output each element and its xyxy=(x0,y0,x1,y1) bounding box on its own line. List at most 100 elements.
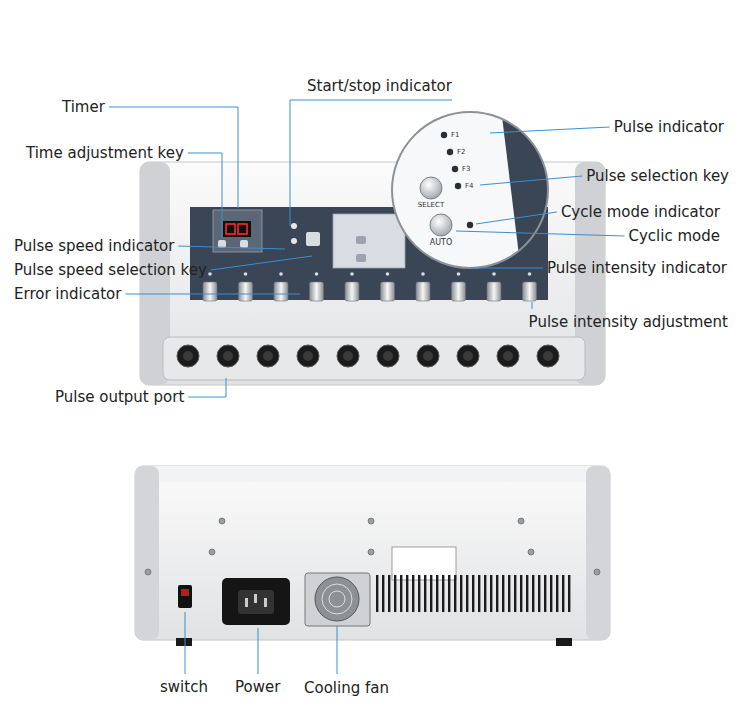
pulse-led xyxy=(441,132,447,138)
port-ring xyxy=(457,345,479,367)
port-hole xyxy=(543,351,553,361)
intensity-led xyxy=(492,272,496,276)
intensity-knob xyxy=(452,282,466,301)
vent-slot xyxy=(418,575,420,612)
vent-slot xyxy=(430,575,432,612)
leader-line xyxy=(188,153,222,238)
leader-line xyxy=(470,268,543,269)
port-hole xyxy=(303,351,313,361)
vent-slot xyxy=(466,575,468,612)
vent-slot xyxy=(556,575,558,612)
leader-line xyxy=(290,100,452,226)
vent-slot xyxy=(442,575,444,612)
output-port xyxy=(257,345,279,367)
fan-grill-ring xyxy=(322,584,352,614)
vent-slot xyxy=(472,575,474,612)
callout-label: Cycle mode indicator xyxy=(561,203,720,221)
socket-inlet xyxy=(238,590,274,614)
leader-line xyxy=(480,176,582,185)
panel-text: F2 xyxy=(457,148,465,156)
callout-label: Pulse indicator xyxy=(614,118,724,136)
leader-line xyxy=(337,626,338,674)
panel-text: AUTO xyxy=(430,238,453,248)
panel-text: F3 xyxy=(462,165,470,173)
port-hole xyxy=(423,351,433,361)
screws xyxy=(145,518,600,575)
intensity-knob xyxy=(381,282,395,301)
select-key xyxy=(356,236,366,244)
leader-line xyxy=(456,231,625,236)
output-port xyxy=(297,345,319,367)
callout-label: Pulse output port xyxy=(55,388,184,406)
screw xyxy=(219,518,225,524)
leader-line xyxy=(532,302,533,309)
intensity-knob xyxy=(310,282,324,301)
vent-slot xyxy=(538,575,540,612)
foot xyxy=(556,638,572,646)
switch-rocker xyxy=(181,589,189,596)
vent-slot xyxy=(514,575,516,612)
callout-label: switch xyxy=(160,678,208,696)
auto-key xyxy=(356,254,366,262)
output-port xyxy=(417,345,439,367)
output-port xyxy=(337,345,359,367)
callout-label: Pulse intensity indicator xyxy=(547,259,727,277)
output-port xyxy=(377,345,399,367)
port-hole xyxy=(223,351,233,361)
port-hole xyxy=(383,351,393,361)
intensity-led xyxy=(208,272,212,276)
callout-label: Timer xyxy=(62,98,105,116)
intensity-led xyxy=(457,272,461,276)
vent-slot xyxy=(406,575,408,612)
screw xyxy=(528,549,534,555)
vent-slot xyxy=(484,575,486,612)
callout-label: Cooling fan xyxy=(304,679,389,697)
intensity-led xyxy=(386,272,390,276)
port-ring xyxy=(497,345,519,367)
callout-label: Cyclic mode xyxy=(629,227,721,245)
leader-lines xyxy=(109,100,625,674)
port-hole xyxy=(503,351,513,361)
leader-line xyxy=(188,378,226,397)
port-ring xyxy=(377,345,399,367)
port-ring xyxy=(417,345,439,367)
output-port xyxy=(177,345,199,367)
zoom-panel-edge xyxy=(500,100,560,280)
back-view xyxy=(135,466,610,646)
auto-button xyxy=(430,214,452,236)
output-port xyxy=(537,345,559,367)
vent-slot xyxy=(460,575,462,612)
pulse-led xyxy=(455,183,461,189)
screw xyxy=(368,549,374,555)
port-hole xyxy=(343,351,353,361)
vent-slot xyxy=(568,575,570,612)
leader-line xyxy=(258,628,259,674)
timer-box xyxy=(213,210,262,252)
end-cap xyxy=(135,466,159,640)
callout-label: Pulse selection key xyxy=(586,167,729,185)
port-panel xyxy=(163,337,585,380)
speed-key xyxy=(306,232,320,246)
device-body xyxy=(135,466,610,640)
power-socket xyxy=(222,578,290,625)
socket-pin xyxy=(254,594,257,603)
callout-label: Error indicator xyxy=(14,285,121,303)
vent-slot xyxy=(478,575,480,612)
intensity-led xyxy=(244,272,248,276)
socket-pin xyxy=(245,598,248,607)
output-port xyxy=(217,345,239,367)
vent-slot xyxy=(412,575,414,612)
intensity-knob xyxy=(487,282,501,301)
vent-slot xyxy=(436,575,438,612)
vent-slot xyxy=(454,575,456,612)
pulse-led xyxy=(447,149,453,155)
vent-slot xyxy=(508,575,510,612)
power-switch xyxy=(178,585,192,608)
intensity-led xyxy=(315,272,319,276)
zoom-circle-border xyxy=(392,112,548,268)
vent-slot xyxy=(424,575,426,612)
vent-slot xyxy=(532,575,534,612)
intensity-knob xyxy=(345,282,359,301)
vent-slot xyxy=(544,575,546,612)
